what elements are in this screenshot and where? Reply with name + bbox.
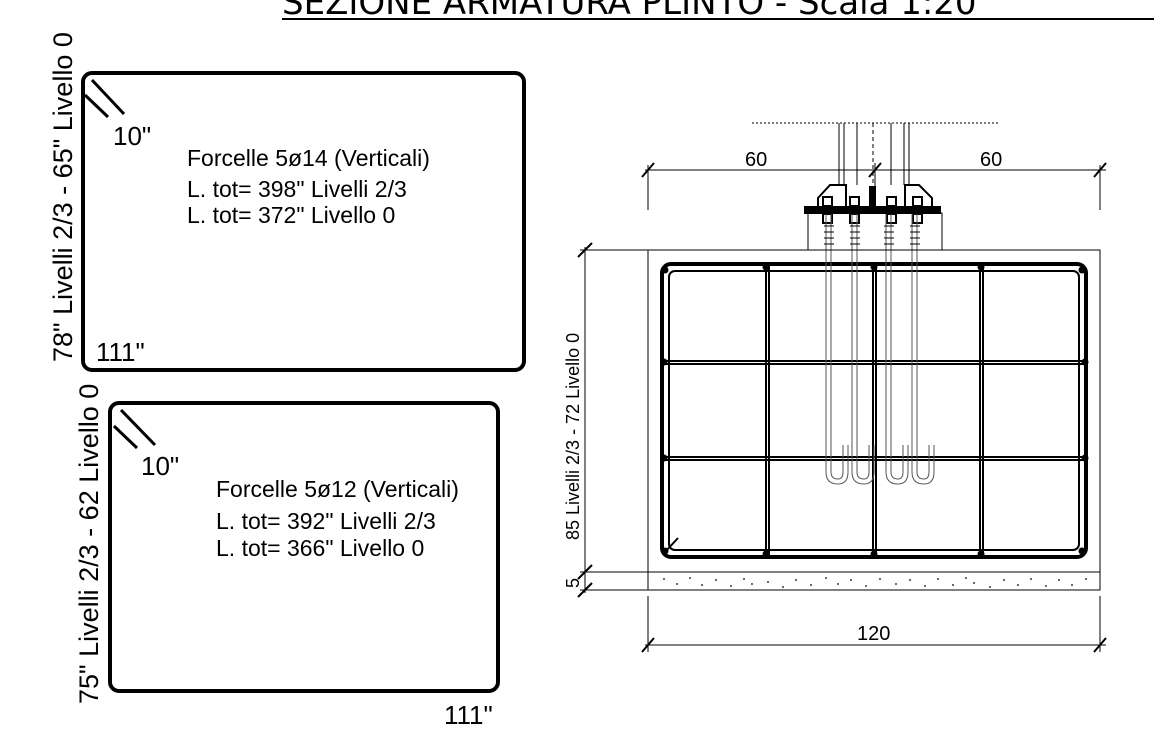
stirrup-top-hook-label: 10" [113,121,151,151]
anchor-bolt-j-icon [856,214,870,480]
stirrup-top: 78" Livelli 2/3 - 65" Livello 0 10" 111"… [48,32,526,372]
stirrup-top-hook-2 [83,93,110,119]
footing-section: 60 60 [563,122,1107,653]
center-plate-icon [869,186,876,206]
stirrup-top-outline [81,71,526,372]
stirrup-bottom-bottom-label: 111" [444,700,493,730]
stirrup-bottom-side-label: 75" Livelli 2/3 - 62 Livello 0 [74,384,104,704]
dimension-left-half-label: 60 [745,149,767,171]
drawing-title: SEZIONE ARMATURA PLINTO - Scala 1:20 [282,0,1154,23]
anchor-nut-icon [912,196,923,207]
dimension-bottom: 120 [641,596,1107,653]
dimension-top: 60 60 [641,149,1107,210]
anchor-bolt-j-icon [830,214,844,480]
dimension-tick-icon [868,162,882,178]
dimension-tick-icon [641,162,655,178]
dimension-right-half-label: 60 [980,149,1002,171]
bracket-left-icon [817,184,847,206]
rebar-node-icon [1078,266,1086,274]
stirrup-bottom-note-3: L. tot= 366" Livello 0 [216,535,424,561]
stirrup-bottom-note-1: Forcelle 5ø12 (Verticali) [216,476,459,502]
stirrup-bottom-hook-label: 10" [141,451,179,481]
anchor-nut-icon [849,196,860,207]
lean-concrete-outline [647,571,1101,591]
base-plate [804,206,941,214]
anchor-bolt-j-icon [890,214,904,480]
anchor-bolt-j-icon [851,214,875,485]
column-stub [752,122,998,185]
rebar-node-icon [1081,358,1089,366]
stirrup-top-bottom-label: 111" [96,337,145,367]
dimension-height-label: 85 Livelli 2/3 - 72 Livello 0 [563,333,583,540]
anchor-nut-icon [822,213,833,224]
rebar-node-icon [660,454,668,462]
rebar-node-icon [870,263,878,271]
dimension-tick-icon [577,242,593,258]
anchor-nut-icon [822,196,833,207]
stirrup-bottom-inner-gap [112,405,496,689]
bracket-right-icon [904,184,933,206]
dimension-width-label: 120 [857,623,890,645]
anchor-bolt-j-icon [911,214,935,485]
anchor-bolts [824,214,935,485]
stirrup-top-hook-1 [90,78,126,116]
anchor-nut-icon [886,196,897,207]
base-plate-assembly [804,184,943,251]
cage-corner-hook-icon [664,537,679,553]
dimension-tick-icon [1093,162,1107,178]
anchor-nut-icon [849,213,860,224]
stirrup-bottom-outline [108,401,500,693]
rebar-node-icon [1081,454,1089,462]
stirrup-top-note-1: Forcelle 5ø14 (Verticali) [187,145,430,171]
title-text: SEZIONE ARMATURA PLINTO - Scala 1:20 [282,0,977,23]
rebar-node-icon [762,263,770,271]
reinforcement-cage [660,262,1089,559]
stirrup-bottom-hook-1 [119,408,157,447]
rebar-node-icon [660,358,668,366]
stirrup-bottom-note-2: L. tot= 392" Livelli 2/3 [216,508,436,534]
rebar-node-icon [870,550,878,558]
stirrup-bottom: 75" Livelli 2/3 - 62 Livello 0 10" 111" … [74,384,500,730]
anchor-bolt-j-icon [916,214,930,480]
anchor-bolt-j-icon [825,214,849,485]
rebar-node-icon [1078,547,1086,555]
stirrup-top-note-3: L. tot= 372" Livello 0 [187,202,395,228]
rebar-node-icon [762,550,770,558]
dimension-left: 85 Livelli 2/3 - 72 Livello 0 5 [563,242,648,598]
stirrup-top-note-2: L. tot= 398" Livelli 2/3 [187,176,407,202]
stirrup-top-side-label: 78" Livelli 2/3 - 65" Livello 0 [48,32,78,362]
rebar-node-icon [661,266,669,274]
dimension-base-label: 5 [563,578,583,588]
rebar-node-icon [977,263,985,271]
stirrup-top-inner-gap [85,75,522,368]
stirrup-bottom-hook-2 [112,424,139,450]
dimension-tick-icon [577,564,593,580]
dimension-tick-icon [641,637,655,653]
anchor-bolt-j-icon [885,214,909,485]
dimension-tick-icon [577,582,593,598]
rebar-node-icon [977,550,985,558]
lean-concrete [647,571,1101,591]
dimension-tick-icon [1093,637,1107,653]
